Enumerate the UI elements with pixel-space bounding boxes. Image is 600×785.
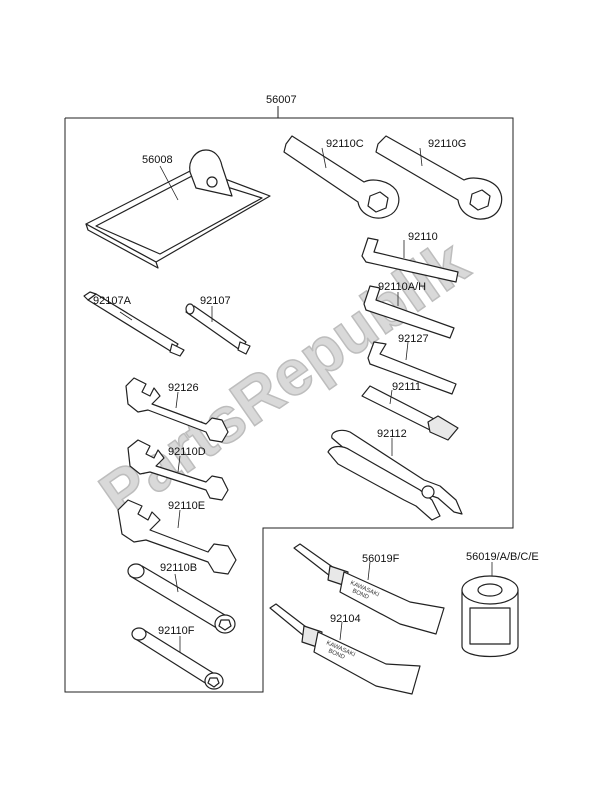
label-hex-92110AH: 92110A/H bbox=[378, 281, 426, 293]
tool-pouch bbox=[85, 149, 271, 269]
wrench-92110D bbox=[127, 439, 229, 501]
label-bond-56019F: 56019F bbox=[362, 553, 400, 565]
label-driver-92107: 92107 bbox=[200, 295, 231, 307]
label-wrench-92126: 92126 bbox=[168, 382, 199, 394]
kit-label: 56007 bbox=[266, 94, 297, 106]
label-socket-92110F: 92110F bbox=[158, 625, 195, 637]
label-hex-92110: 92110 bbox=[408, 231, 438, 243]
label-driver-92107A: 92107A bbox=[93, 295, 132, 307]
pliers-92112 bbox=[327, 429, 463, 521]
bond-tube-56019F: KAWASAKI BOND bbox=[293, 543, 445, 635]
driver-92107 bbox=[185, 303, 251, 355]
label-wrench-92110D: 92110D bbox=[168, 446, 206, 458]
ring-spanner-92110C bbox=[283, 135, 400, 219]
hex-key-92127 bbox=[367, 341, 457, 395]
kit-frame bbox=[64, 106, 514, 693]
sealant-can bbox=[461, 562, 519, 658]
bond-tube-92104: KAWASAKI BOND bbox=[269, 603, 421, 695]
hex-key-92110AH bbox=[363, 285, 455, 339]
label-pliers-92112: 92112 bbox=[377, 428, 407, 440]
driver-92107A bbox=[83, 291, 185, 357]
label-socket-92110B: 92110B bbox=[160, 562, 197, 574]
label-hex-92127: 92127 bbox=[398, 333, 429, 345]
label-can-56019: 56019/A/B/C/E bbox=[466, 551, 539, 563]
wrench-92110E bbox=[117, 499, 237, 575]
label-wrench-92110E: 92110E bbox=[168, 500, 205, 512]
ring-spanner-92110G bbox=[375, 135, 503, 220]
label-bond-92104: 92104 bbox=[330, 613, 361, 625]
label-pouch: 56008 bbox=[142, 154, 173, 166]
wrench-92126 bbox=[125, 377, 229, 443]
label-handle-92111: 92111 bbox=[392, 381, 421, 393]
svg-text:56007: 56007 bbox=[266, 94, 297, 106]
socket-92110F bbox=[131, 627, 224, 690]
handle-92111 bbox=[361, 385, 459, 441]
label-ring-92110G: 92110G bbox=[428, 138, 466, 150]
hex-key-92110 bbox=[361, 237, 459, 283]
socket-92110B bbox=[127, 563, 236, 634]
label-ring-92110C: 92110C bbox=[326, 138, 364, 150]
